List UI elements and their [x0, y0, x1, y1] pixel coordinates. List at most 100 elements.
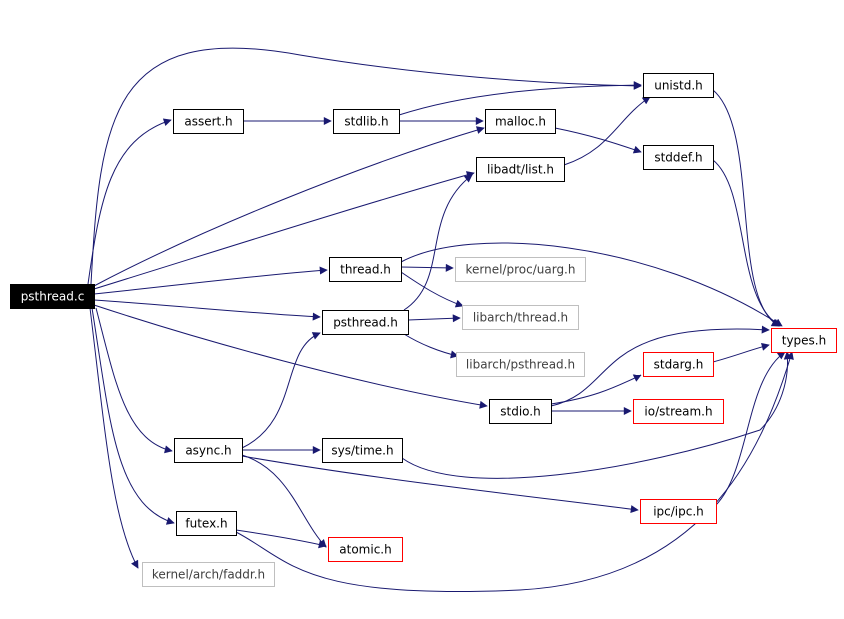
edge-sys-time-h-to-types-h [401, 351, 792, 479]
node-sys-time-h[interactable]: sys/time.h [322, 438, 403, 463]
node-box [643, 73, 714, 98]
node-box [489, 399, 552, 424]
node-malloc-h[interactable]: malloc.h [485, 109, 556, 134]
node-box [328, 537, 403, 562]
node-box [174, 438, 243, 463]
node-label: kernel/proc/uarg.h [466, 263, 576, 277]
edge-stddef-h-to-types-h [712, 159, 781, 327]
edge-libadt-list-h-to-unistd-h [563, 96, 651, 166]
edges-layer [87, 47, 794, 593]
node-psthread-c[interactable]: psthread.c [10, 284, 95, 309]
edge-async-h-to-psthread-h [241, 332, 321, 449]
edge-unistd-h-to-types-h [712, 89, 780, 327]
node-stdarg-h[interactable]: stdarg.h [643, 352, 714, 377]
node-box [633, 399, 724, 424]
node-label: stdarg.h [654, 358, 704, 372]
node-libarch-psthread-h[interactable]: libarch/psthread.h [456, 352, 585, 377]
node-thread-h[interactable]: thread.h [329, 257, 402, 282]
node-unistd-h[interactable]: unistd.h [643, 73, 714, 98]
node-label: stdio.h [500, 405, 540, 419]
node-stdlib-h[interactable]: stdlib.h [333, 109, 400, 134]
node-box [643, 352, 714, 377]
edge-psthread-c-to-async-h [95, 307, 173, 454]
node-label: psthread.c [21, 290, 85, 304]
node-label: async.h [185, 444, 231, 458]
node-label: unistd.h [654, 79, 703, 93]
node-futex-h[interactable]: futex.h [176, 511, 237, 536]
node-label: types.h [782, 334, 826, 348]
node-libadt-list-h[interactable]: libadt/list.h [476, 157, 565, 182]
node-kernel-arch-faddr-h[interactable]: kernel/arch/faddr.h [142, 562, 275, 587]
edge-psthread-c-to-futex-h [91, 307, 175, 525]
node-kernel-proc-uarg-h[interactable]: kernel/proc/uarg.h [455, 257, 586, 282]
node-io-stream-h[interactable]: io/stream.h [633, 399, 724, 424]
node-psthread-h[interactable]: psthread.h [322, 310, 409, 335]
edge-ipc-ipc-h-to-types-h [715, 351, 786, 506]
node-box [176, 511, 237, 536]
node-ipc-ipc-h[interactable]: ipc/ipc.h [640, 499, 717, 524]
edge-psthread-h-to-libarch-thread-h [407, 314, 461, 323]
node-box [456, 352, 585, 377]
node-box [643, 145, 714, 170]
node-label: libarch/thread.h [473, 311, 568, 325]
edge-psthread-c-to-stdio-h [93, 304, 488, 409]
node-label: atomic.h [339, 543, 391, 557]
node-label: malloc.h [495, 115, 546, 129]
edge-stdlib-h-to-unistd-h [398, 81, 642, 116]
node-box [142, 562, 275, 587]
edge-psthread-c-to-unistd-h [90, 47, 642, 285]
node-label: assert.h [184, 115, 232, 129]
node-box [322, 438, 403, 463]
node-box [455, 257, 586, 282]
edge-psthread-c-to-assert-h [87, 118, 172, 285]
edge-stdio-h-to-stdarg-h [550, 374, 642, 405]
edge-async-h-to-atomic-h [241, 454, 327, 548]
node-box [476, 157, 565, 182]
node-label: psthread.h [333, 316, 398, 330]
node-async-h[interactable]: async.h [174, 438, 243, 463]
edge-futex-h-to-types-h [235, 351, 794, 593]
node-label: io/stream.h [644, 405, 712, 419]
node-box [322, 310, 409, 335]
node-stddef-h[interactable]: stddef.h [643, 145, 714, 170]
node-label: libadt/list.h [487, 163, 554, 177]
node-box [771, 328, 837, 353]
node-box [333, 109, 400, 134]
node-box [329, 257, 402, 282]
node-assert-h[interactable]: assert.h [173, 109, 244, 134]
node-box [640, 499, 717, 524]
node-box [173, 109, 244, 134]
edge-psthread-c-to-libadt-list-h [93, 171, 475, 290]
node-box [485, 109, 556, 134]
node-label: thread.h [340, 263, 391, 277]
edge-thread-h-to-kernel-proc-uarg-h [400, 263, 454, 272]
node-libarch-thread-h[interactable]: libarch/thread.h [462, 305, 579, 330]
node-box [462, 305, 579, 330]
node-label: kernel/arch/faddr.h [152, 568, 265, 582]
edge-thread-h-to-types-h [400, 242, 783, 327]
node-label: stddef.h [654, 151, 702, 165]
edge-psthread-c-to-psthread-h [93, 299, 321, 321]
node-stdio-h[interactable]: stdio.h [489, 399, 552, 424]
edge-psthread-c-to-thread-h [93, 266, 328, 295]
node-label: ipc/ipc.h [653, 505, 704, 519]
node-label: futex.h [185, 517, 227, 531]
node-atomic-h[interactable]: atomic.h [328, 537, 403, 562]
edge-malloc-h-to-stddef-h [554, 127, 642, 154]
edge-futex-h-to-atomic-h [235, 529, 327, 549]
edge-stdarg-h-to-types-h [712, 342, 770, 363]
edge-psthread-c-to-kernel-arch-faddr-h [89, 307, 139, 569]
nodes-layer: psthread.c assert.h stdlib.h unistd.h malloc… [10, 73, 837, 587]
node-label: libarch/psthread.h [466, 358, 575, 372]
edge-psthread-h-to-libarch-psthread-h [403, 333, 459, 359]
node-box [10, 284, 95, 309]
node-types-h[interactable]: types.h [771, 328, 837, 353]
node-label: sys/time.h [331, 444, 393, 458]
edge-stdio-h-to-types-h [550, 325, 770, 407]
edge-psthread-h-to-libadt-list-h [403, 174, 473, 311]
edge-thread-h-to-libarch-thread-h [400, 271, 464, 308]
edge-psthread-c-to-malloc-h [93, 126, 485, 287]
node-label: stdlib.h [344, 115, 388, 129]
edge-async-h-to-ipc-ipc-h [241, 455, 639, 514]
